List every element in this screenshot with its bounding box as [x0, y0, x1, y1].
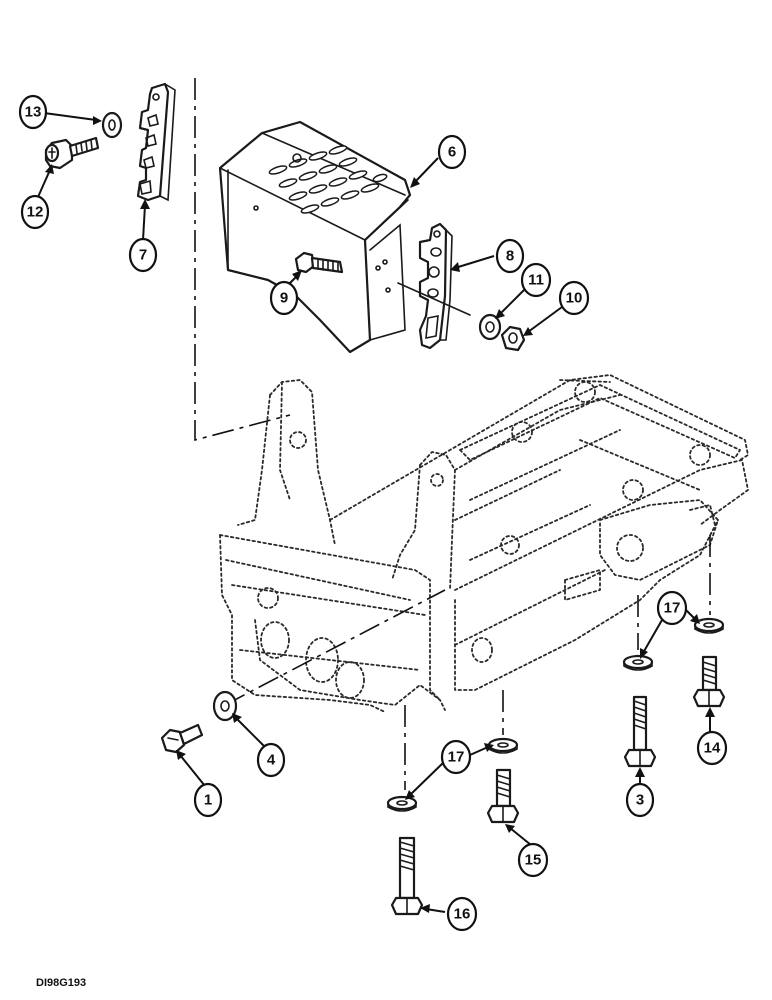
bolt-part-9 [294, 251, 344, 274]
leader-11 [499, 289, 525, 315]
callout-17-front-label: 17 [448, 749, 465, 766]
callout-13: 13 [18, 94, 48, 130]
callout-10-label: 10 [566, 290, 583, 307]
callout-12: 12 [20, 194, 50, 230]
leader-4 [235, 717, 266, 748]
callout-15-label: 15 [525, 852, 542, 869]
callout-11-label: 11 [528, 272, 544, 289]
leader-7-arrow [140, 199, 150, 209]
callout-8: 8 [495, 238, 525, 274]
callout-16: 16 [446, 896, 478, 932]
cover-vent-slots [268, 145, 388, 214]
leader-17-left-b-arrow [484, 743, 494, 752]
assembly-lines [194, 78, 711, 790]
cover-part-6 [218, 120, 412, 354]
washer-17-front-left [386, 795, 418, 812]
figure-id: DI98G193 [36, 977, 86, 989]
leader-10-arrow [523, 327, 533, 336]
callout-17-rear-label: 17 [664, 600, 681, 617]
leader-15-arrow [505, 824, 515, 833]
callout-6-label: 6 [448, 144, 456, 161]
callout-11: 11 [520, 262, 552, 298]
bolt-part-1 [160, 723, 204, 754]
callout-13-label: 13 [25, 104, 42, 121]
leader-17-right-b-arrow [690, 614, 700, 624]
leader-lines [37, 112, 715, 913]
callout-12-label: 12 [27, 204, 44, 221]
washer-part-4 [212, 690, 238, 722]
leader-4-arrow [232, 713, 242, 723]
bolt-part-15 [486, 768, 520, 824]
leader-6 [414, 157, 439, 183]
callout-6: 6 [437, 134, 467, 170]
screw-part-12 [44, 136, 100, 170]
leader-15 [509, 827, 532, 846]
callout-4: 4 [256, 742, 286, 778]
leader-17-left-b [469, 746, 489, 756]
callout-16-label: 16 [454, 906, 471, 923]
callout-3: 3 [625, 782, 655, 818]
callout-14: 14 [696, 730, 728, 766]
leader-17-right-a-arrow [640, 648, 648, 659]
callout-9: 9 [269, 280, 299, 316]
callout-7: 7 [128, 237, 158, 273]
bolt-part-3 [623, 695, 657, 768]
washers-part-17 [386, 617, 725, 812]
callout-9-label: 9 [280, 290, 288, 307]
leader-14-arrow [705, 707, 715, 717]
callout-17-rear: 17 [656, 590, 688, 626]
leader-12 [37, 169, 51, 198]
washer-17-rear-right [693, 617, 725, 634]
leader-8-arrow [450, 262, 460, 272]
leader-13-arrow [93, 116, 102, 125]
callout-8-label: 8 [506, 248, 514, 265]
callout-15: 15 [517, 842, 549, 878]
callout-7-label: 7 [139, 247, 147, 264]
washer-part-11 [478, 313, 502, 341]
callout-14-label: 14 [704, 740, 721, 757]
leader-7 [142, 204, 146, 241]
leader-17-left-a [409, 761, 445, 796]
bracket-strip-part-8 [397, 222, 471, 350]
assy-line-bolt-1 [224, 589, 446, 706]
leader-1-arrow [176, 750, 186, 760]
leader-6-arrow [410, 177, 420, 188]
frame-ghost-outline [219, 374, 749, 713]
assy-line-bracket-7 [194, 78, 291, 442]
leader-16-arrow [420, 904, 430, 913]
washer-17-rear-left [622, 654, 654, 671]
leader-10 [527, 306, 563, 333]
washer-17-front-right [487, 737, 519, 754]
leader-9-arrow [292, 270, 302, 281]
leader-13 [43, 112, 97, 121]
callout-3-label: 3 [636, 792, 644, 809]
bolt-part-16 [390, 836, 424, 916]
callout-4-label: 4 [267, 752, 276, 769]
leader-3-arrow [635, 767, 645, 777]
callout-1: 1 [193, 782, 223, 818]
leader-1 [179, 754, 206, 787]
leader-11-arrow [495, 309, 505, 319]
callout-17-front: 17 [440, 739, 472, 775]
nut-part-10 [500, 325, 526, 352]
bolt-part-14 [692, 655, 726, 708]
bracket-strip-part-7 [136, 82, 176, 202]
leader-8 [454, 255, 495, 269]
callout-1-label: 1 [204, 792, 212, 809]
leader-17-left-a-arrow [405, 790, 415, 800]
leader-12-arrow [45, 164, 54, 174]
leader-17-right-a [642, 619, 663, 654]
callout-10: 10 [558, 280, 590, 316]
washer-part-13 [101, 111, 123, 139]
